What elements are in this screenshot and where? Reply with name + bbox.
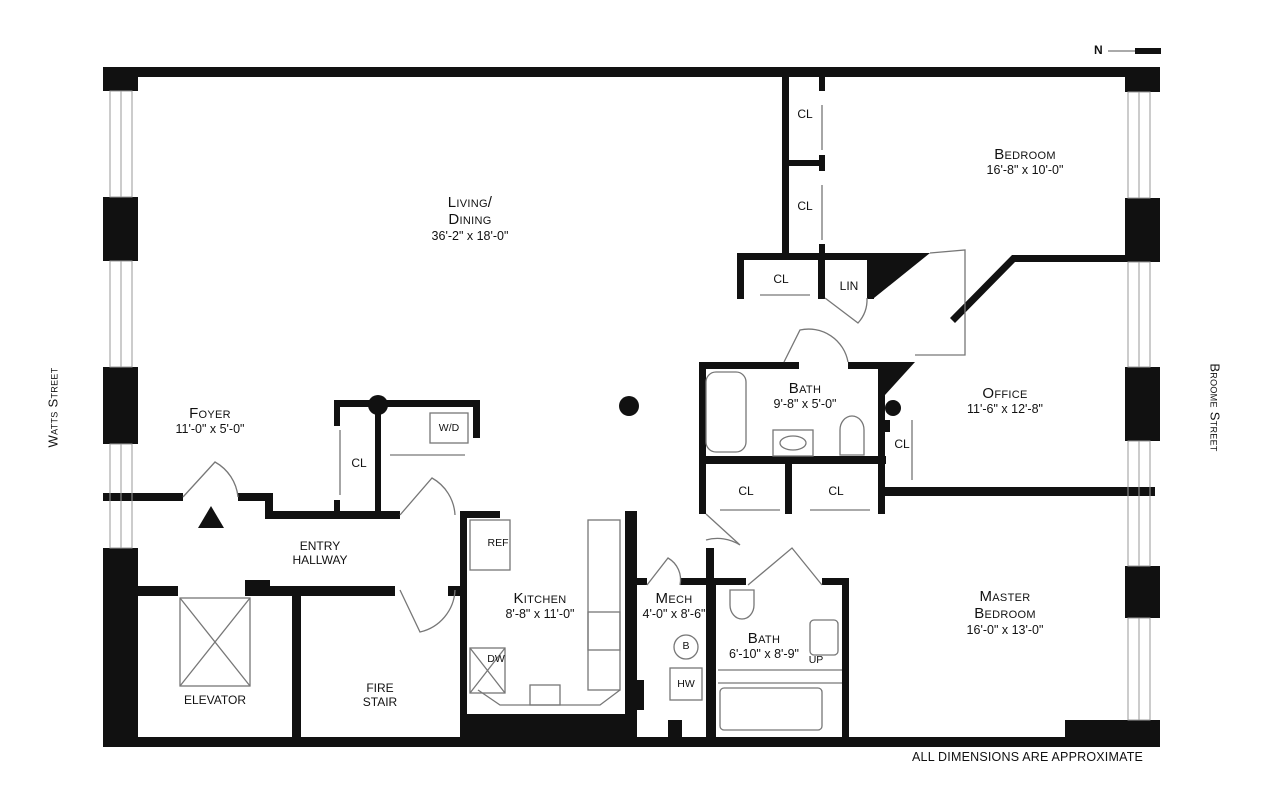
room-dims: 36'-2" x 18'-0" [431,228,509,243]
room-name: Foyer [189,405,231,422]
room-living-dining: Living/ Dining 36'-2" x 18'-0" [380,194,560,243]
room-kitchen: Kitchen 8'-8" x 11'-0" [490,590,590,622]
closet-label: CL [773,272,789,286]
room-name: Bath [747,630,781,647]
room-dims: 16'-8" x 10'-0" [986,163,1064,178]
room-name: Bedroom [974,605,1036,623]
room-name: Dining [448,211,492,229]
room-elevator: ELEVATOR [183,693,247,707]
room-name: Living/ [447,194,493,211]
room-name: Bath [788,380,822,397]
room-bath-2: Bath 6'-10" x 8'-9" [718,630,810,662]
room-name: Master [979,588,1031,605]
outer-wall-top [103,67,1160,77]
step-up-label: UP [808,654,824,666]
room-name: STAIR [362,694,398,709]
street-label-right: Broome Street [1207,363,1223,452]
closet-label: CL [828,484,844,498]
dimensions-note: ALL DIMENSIONS ARE APPROXIMATE [912,750,1144,764]
boiler-label: B [682,640,690,652]
room-name: Kitchen [513,590,567,607]
room-name: FIRE [366,681,394,695]
room-name: Mech [655,590,693,607]
refrigerator-label: REF [487,537,509,549]
room-bath-1: Bath 9'-8" x 5'-0" [755,380,855,412]
room-entry-hallway: ENTRY HALLWAY [280,539,360,568]
closet-label: CL [797,199,813,213]
room-mech: Mech 4'-0" x 8'-6" [636,590,712,622]
room-dims: 11'-6" x 12'-8" [967,402,1043,417]
closet-label: CL [894,437,910,451]
washer-dryer-label: W/D [438,422,460,434]
room-bedroom: Bedroom 16'-8" x 10'-0" [935,146,1115,178]
room-fire-stair: FIRE STAIR [345,681,415,710]
room-dims: 9'-8" x 5'-0" [773,397,837,412]
hot-water-label: HW [677,678,695,690]
room-name: ENTRY [299,539,341,553]
north-arrow-label: N [1094,43,1103,57]
room-master-bedroom: Master Bedroom 16'-0" x 13'-0" [945,588,1065,637]
room-name: Bedroom [994,146,1056,163]
room-name: Office [982,385,1028,402]
closet-label: CL [351,456,367,470]
dishwasher-label: DW [487,653,505,665]
closet-label: CL [797,107,813,121]
room-dims: 11'-0" x 5'-0" [175,422,245,437]
street-label-left: Watts Street [45,367,61,448]
room-office: Office 11'-6" x 12'-8" [940,385,1070,417]
linen-closet-label: LIN [839,279,859,293]
room-dims: 8'-8" x 11'-0" [505,607,575,622]
room-foyer: Foyer 11'-0" x 5'-0" [150,405,270,437]
closet-label: CL [738,484,754,498]
room-dims: 16'-0" x 13'-0" [966,622,1044,637]
room-dims: 6'-10" x 8'-9" [729,647,799,662]
room-name: HALLWAY [292,552,348,567]
room-dims: 4'-0" x 8'-6" [642,607,706,622]
